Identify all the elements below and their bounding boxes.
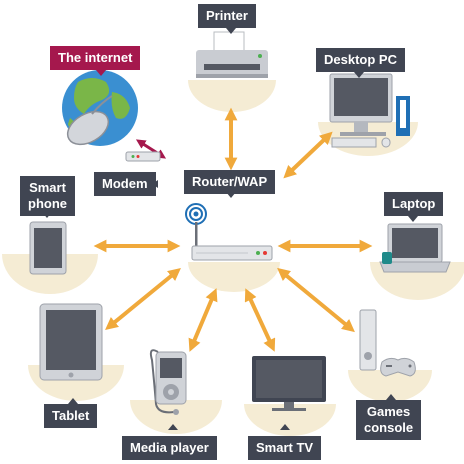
media-player-label: Media player (122, 436, 217, 460)
games-console-icon (359, 309, 416, 377)
tablet-icon (39, 303, 103, 381)
arrow-router-tablet (105, 267, 181, 331)
desktop-pc-icon (329, 73, 410, 148)
smartphone-label: Smart phone (20, 176, 75, 216)
internet-label: The internet (50, 46, 141, 70)
games-console-label-line2: console (364, 420, 414, 435)
smartphone-icon (29, 221, 67, 275)
shelf-router (188, 262, 280, 292)
arrow-router-media (188, 288, 218, 352)
laptop-icon (379, 223, 451, 273)
globe-mouse-icon (62, 70, 138, 146)
arrow-router-games (277, 267, 355, 333)
smartphone-label-line1: Smart (29, 180, 66, 195)
label-pointers (42, 28, 418, 430)
tablet-label: Tablet (44, 404, 98, 428)
arrow-router-tv (244, 288, 276, 352)
shelf-printer (188, 80, 276, 112)
laptop-label: Laptop (384, 192, 444, 216)
connection-arrows (93, 107, 373, 352)
smart-tv-icon (252, 356, 326, 411)
printer-label: Printer (198, 4, 256, 28)
router-label: Router/WAP (184, 170, 276, 194)
games-console-label-line1: Games (366, 404, 411, 419)
router-icon (185, 203, 273, 261)
shelf-games (348, 370, 432, 402)
games-console-label: Games console (356, 400, 422, 440)
desktop-pc-label: Desktop PC (316, 48, 405, 72)
shelf-media (130, 400, 222, 434)
smart-tv-label: Smart TV (248, 436, 322, 460)
printer-icon (196, 31, 268, 78)
arrow-router-desktop (283, 131, 333, 179)
media-player-icon (149, 349, 187, 415)
modem-label: Modem (94, 172, 156, 196)
shelf-tv (244, 404, 336, 436)
smartphone-label-line2: phone (28, 196, 67, 211)
modem-icon (125, 151, 161, 162)
